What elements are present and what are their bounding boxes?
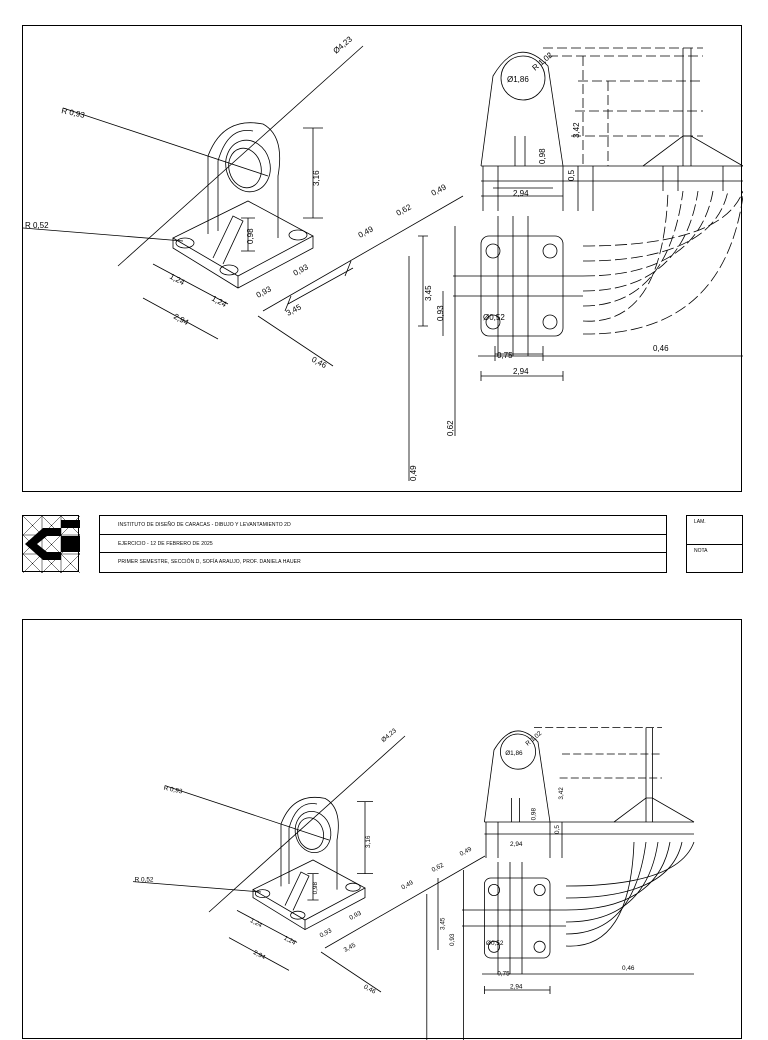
isometric-view xyxy=(23,45,464,367)
top-dim-098-2: 0,98 xyxy=(531,808,538,821)
top-dim-05: 0,5 xyxy=(567,169,576,181)
dim-316: 3,16 xyxy=(312,170,321,186)
top-dim-dia186: Ø1,86 xyxy=(507,75,529,84)
dim-046: 0,46 xyxy=(310,355,328,371)
dim-r093: R 0,93 xyxy=(61,106,86,120)
dim-r052-2: R 0,52 xyxy=(135,877,154,884)
nota-label: NOTA xyxy=(694,547,708,554)
dim-049a: 0,49 xyxy=(357,224,375,240)
top-dim-r102: R 1,02 xyxy=(531,50,555,72)
technical-drawing-2: Ø4,23 R 0,93 R 0,52 3,16 0,98 1,24 1,24 … xyxy=(132,727,695,1040)
top-dim-05-2: 0,5 xyxy=(554,825,561,834)
dim-093b-2: 0,93 xyxy=(348,910,363,922)
technical-drawing-1: Ø4,23 R 0,93 R 0,52 3,16 0,98 1,24 1,24 … xyxy=(23,34,743,481)
dim-345-2: 3,45 xyxy=(343,942,358,954)
dim-046-2: 0,46 xyxy=(362,984,377,996)
title-info: INSTITUTO DE DISEÑO DE CARACAS - DIBUJO … xyxy=(99,515,667,573)
front-dim-075: 0,75 xyxy=(497,351,513,360)
front-dim-093: 0,93 xyxy=(436,305,445,321)
top-dim-294: 2,94 xyxy=(513,189,529,198)
dim-062: 0,62 xyxy=(395,202,413,218)
front-dim-093-2: 0,93 xyxy=(449,933,456,946)
dim-098-2: 0,98 xyxy=(312,882,319,895)
orthographic-views xyxy=(408,47,743,481)
institute-logo xyxy=(22,515,80,573)
top-dim-342: 3,42 xyxy=(572,122,581,138)
dim-124a-2: 1,24 xyxy=(249,917,264,929)
front-dim-046-2: 0,46 xyxy=(622,965,635,972)
front-dim-294: 2,94 xyxy=(513,367,529,376)
front-dim-046: 0,46 xyxy=(653,344,669,353)
top-dim-342-2: 3,42 xyxy=(558,787,565,800)
orthographic-views-2 xyxy=(426,727,695,1040)
top-dim-098: 0,98 xyxy=(538,148,547,164)
dim-hole-dia-2: Ø4,23 xyxy=(380,727,398,744)
front-dim-dia052-2: Ø0,52 xyxy=(486,940,504,947)
dim-098: 0,98 xyxy=(246,228,255,244)
top-dim-294-2: 2,94 xyxy=(510,841,523,848)
front-dim-345: 3,45 xyxy=(424,285,433,301)
title-author: PRIMER SEMESTRE, SECCIÓN D, SOFÍA ARAUJO… xyxy=(118,559,301,566)
dim-r052: R 0,52 xyxy=(25,221,49,230)
title-institute: INSTITUTO DE DISEÑO DE CARACAS - DIBUJO … xyxy=(100,516,666,535)
dim-093b: 0,93 xyxy=(292,262,310,278)
dim-093a-2: 0,93 xyxy=(319,927,334,939)
front-dim-075-2: 0,75 xyxy=(497,971,510,978)
dim-316-2: 3,16 xyxy=(365,835,372,848)
front-dim-345-2: 3,45 xyxy=(439,917,446,930)
front-dim-dia052: Ø0,52 xyxy=(483,313,505,322)
sheet-info: LAM. NOTA xyxy=(686,515,743,573)
top-dim-dia186-2: Ø1,86 xyxy=(505,750,523,757)
title-block: INSTITUTO DE DISEÑO DE CARACAS - DIBUJO … xyxy=(22,515,743,573)
dim-124a: 1,24 xyxy=(168,272,186,288)
drawing-sheet-2: Ø4,23 R 0,93 R 0,52 3,16 0,98 1,24 1,24 … xyxy=(22,619,742,1040)
isometric-view-2 xyxy=(132,735,486,993)
front-dim-049: 0,49 xyxy=(409,465,418,481)
dim-062-2: 0,62 xyxy=(431,862,446,874)
dim-049b: 0,49 xyxy=(430,182,448,198)
title-exercise: EJERCICIO - 12 DE FEBRERO DE 2025 xyxy=(100,535,666,554)
dim-049b-2: 0,49 xyxy=(459,846,474,858)
dim-hole-dia: Ø4,23 xyxy=(332,34,355,55)
drawing-sheet-1: Ø4,23 R 0,93 R 0,52 3,16 0,98 1,24 1,24 … xyxy=(22,25,743,492)
dim-124b: 1,24 xyxy=(210,294,228,310)
dim-r093-2: R 0,93 xyxy=(163,785,183,796)
front-dim-294-2: 2,94 xyxy=(510,983,523,990)
front-dim-062: 0,62 xyxy=(446,420,455,436)
dim-093a: 0,93 xyxy=(255,284,273,300)
lam-label: LAM. xyxy=(687,516,742,545)
dim-294-2: 2,94 xyxy=(252,949,267,961)
dim-294: 2,94 xyxy=(172,312,190,328)
dim-124b-2: 1,24 xyxy=(282,935,297,947)
dim-049a-2: 0,49 xyxy=(400,879,415,891)
